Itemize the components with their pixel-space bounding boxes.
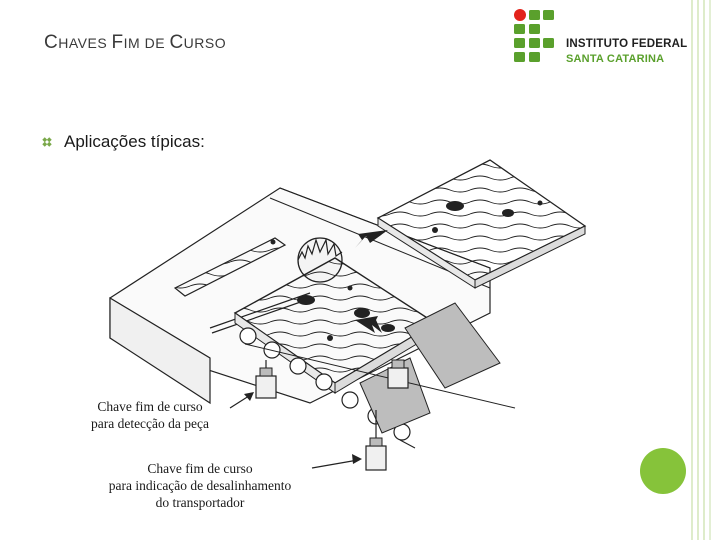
caption-line: Chave fim de curso — [97, 399, 203, 414]
bullet-text: Aplicações típicas: — [64, 132, 205, 151]
title-part: C — [169, 32, 184, 53]
institute-logo-icon — [514, 9, 554, 62]
decorative-side-lines — [691, 0, 711, 540]
caption-line: Chave fim de curso — [147, 461, 253, 476]
bullet-item: Aplicações típicas: — [40, 132, 205, 152]
title-part: IM DE — [123, 35, 170, 51]
title-part: URSO — [183, 35, 227, 51]
title-part: HAVES — [58, 35, 112, 51]
caption-line: para indicação de desalinhamento — [108, 478, 292, 493]
caption-part-detection: Chave fim de curso para detecção da peça — [70, 398, 230, 432]
diamond-bullet-icon — [42, 137, 52, 147]
caption-line: do transportador — [155, 495, 245, 510]
caption-line: para detecção da peça — [90, 416, 210, 431]
title-part: F — [111, 32, 124, 53]
slide-title: CHAVES FIM DE CURSO — [44, 32, 226, 54]
logo-text-line1: INSTITUTO FEDERAL — [566, 38, 688, 50]
logo-text-line2: SANTA CATARINA — [566, 53, 665, 65]
caption-misalignment: Chave fim de curso para indicação de des… — [84, 460, 316, 511]
conveyor-illustration — [109, 159, 587, 471]
title-part: C — [44, 32, 59, 53]
decorative-green-circle — [640, 448, 686, 494]
